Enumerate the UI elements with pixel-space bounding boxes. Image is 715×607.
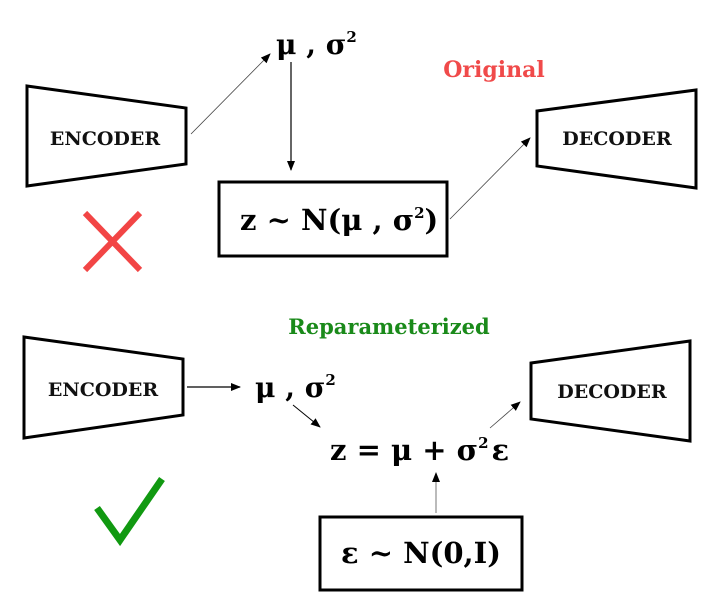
- reparameterized-noise-formula: ε ~ N(0,I): [341, 536, 501, 570]
- reparameterized-encoder: ENCODER: [22, 335, 185, 440]
- cross-icon: [82, 210, 143, 273]
- original-sample-box: z ~ N(μ , σ2): [217, 180, 449, 258]
- reparameterized-params-to-z-arrow: [292, 404, 321, 428]
- reparameterized-noise-box: ε ~ N(0,I): [318, 515, 524, 592]
- original-encoder: ENCODER: [25, 84, 188, 188]
- reparameterized-decoder: DECODER: [529, 339, 692, 443]
- check-icon: [94, 477, 165, 547]
- reparameterized-title: Reparameterized: [288, 314, 490, 339]
- original-params: μ , σ2: [276, 28, 357, 61]
- reparameterized-params: μ , σ2: [255, 371, 336, 404]
- original-decoder-label: DECODER: [562, 128, 672, 150]
- original-encoder-label: ENCODER: [50, 128, 160, 150]
- original-sample-to-decoder-arrow: [449, 137, 531, 220]
- reparameterized-z-to-decoder-arrow: [489, 401, 521, 429]
- original-title: Original: [443, 57, 544, 83]
- original-encoder-to-params-arrow: [190, 53, 271, 135]
- reparameterized-encoder-label: ENCODER: [48, 379, 158, 401]
- original-decoder: DECODER: [535, 88, 698, 190]
- original-sample-formula: z ~ N(μ , σ2): [240, 203, 438, 237]
- reparameterized-decoder-label: DECODER: [557, 381, 667, 403]
